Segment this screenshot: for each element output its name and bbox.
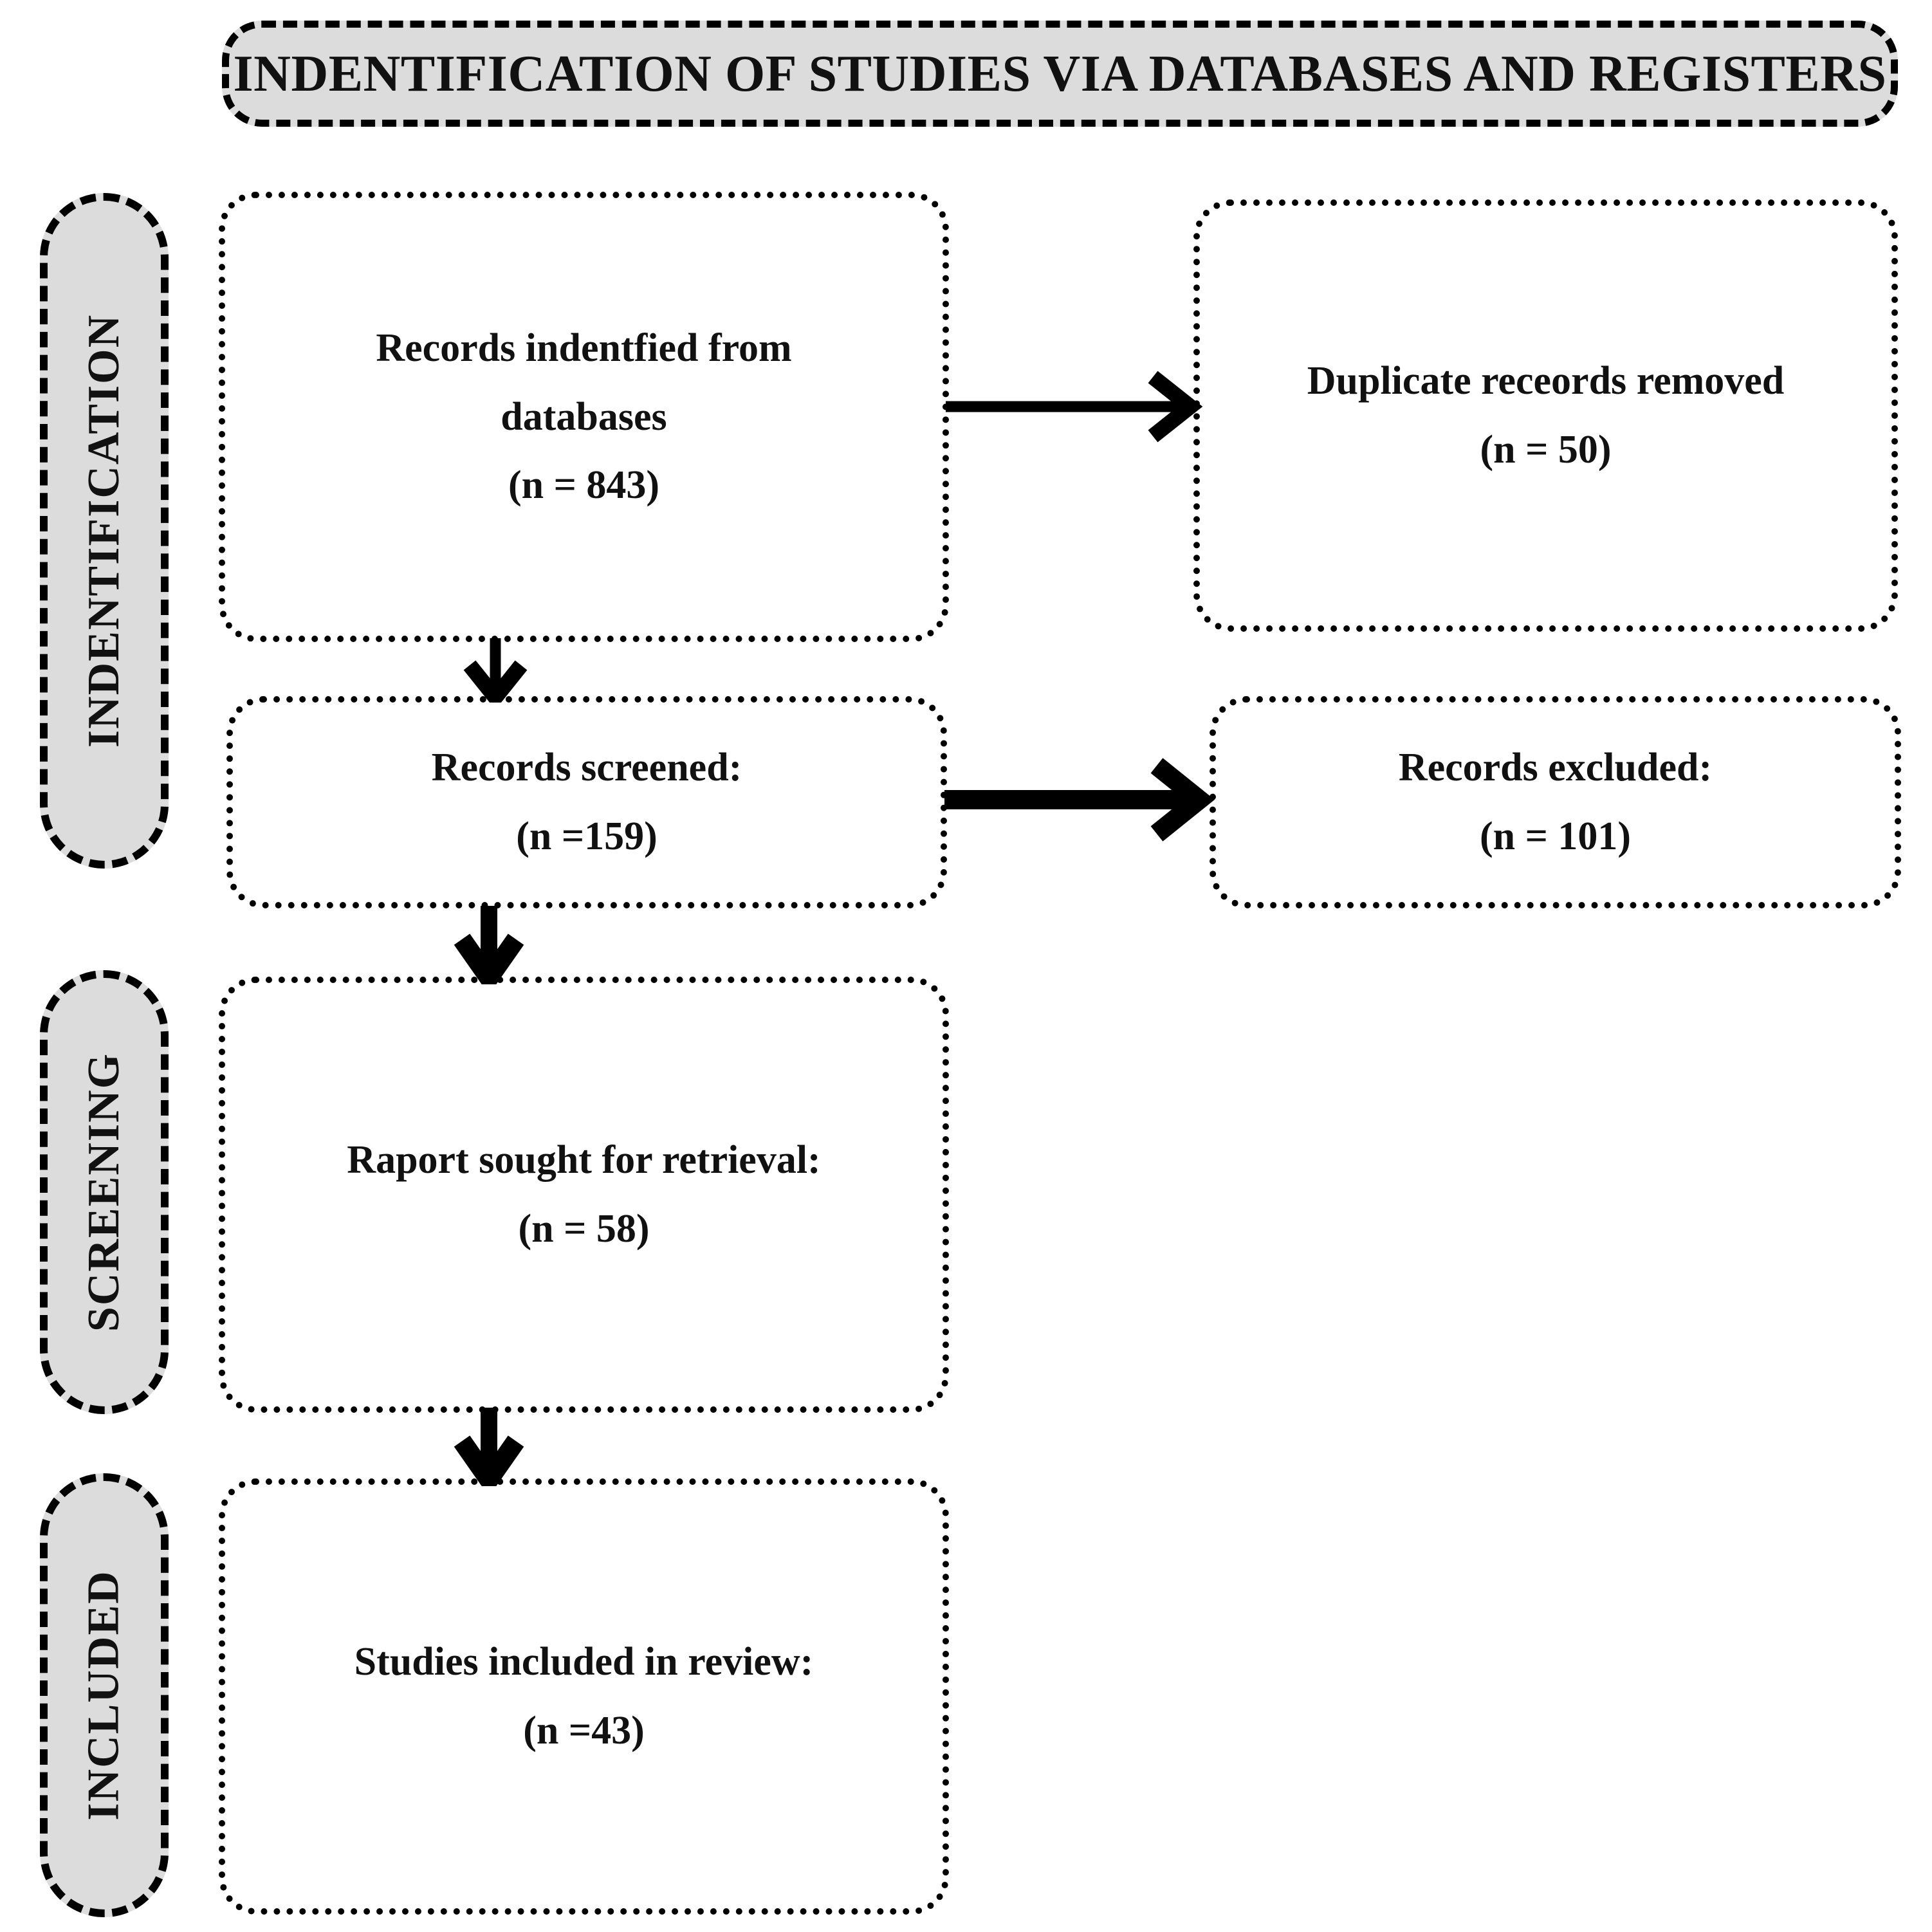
stage-pill-included: INCLUDED — [40, 1473, 169, 1917]
box-studies-included-in-review: Studies included in review: (n =43) — [219, 1478, 949, 1915]
box-line: databases — [501, 394, 667, 439]
box-records-excluded-text: Records excluded: (n = 101) — [1399, 733, 1712, 870]
box-line: Raport sought for retrieval: — [347, 1138, 821, 1182]
arrow-right-icon — [946, 368, 1203, 445]
box-reports-sought-for-retrieval-text: Raport sought for retrieval: (n = 58) — [347, 1126, 820, 1263]
arrow-right-icon — [944, 758, 1215, 842]
stage-label-identification: INDENTIFICATION — [79, 313, 129, 748]
box-reports-sought-for-retrieval: Raport sought for retrieval: (n = 58) — [219, 977, 949, 1413]
box-line: Records excluded: — [1398, 746, 1713, 790]
box-count: (n = 843) — [508, 463, 660, 508]
arrow-down-icon — [450, 1408, 528, 1486]
stage-pill-identification: INDENTIFICATION — [40, 193, 169, 869]
stage-label-included: INCLUDED — [79, 1570, 129, 1821]
box-count: (n = 50) — [1480, 428, 1612, 472]
box-line: Studies included in review: — [354, 1640, 814, 1684]
box-records-identified: Records indentfied from databases (n = 8… — [219, 192, 949, 642]
box-duplicate-records-removed-text: Duplicate receords removed (n = 50) — [1307, 347, 1785, 484]
box-count: (n =43) — [523, 1709, 645, 1753]
box-line: Records indentfied from — [376, 326, 792, 371]
box-line: Records screened: — [431, 746, 742, 790]
box-studies-included-in-review-text: Studies included in review: (n =43) — [354, 1628, 814, 1765]
diagram-title-text: INDENTIFICATION OF STUDIES VIA DATABASES… — [233, 45, 1887, 102]
box-count: (n = 101) — [1479, 814, 1632, 858]
arrow-down-icon — [450, 906, 528, 984]
diagram-title-banner: INDENTIFICATION OF STUDIES VIA DATABASES… — [222, 21, 1898, 127]
box-records-excluded: Records excluded: (n = 101) — [1210, 696, 1901, 908]
box-line: Duplicate receords removed — [1307, 359, 1785, 403]
stage-label-screening: SCREENING — [79, 1052, 129, 1332]
box-count: (n =159) — [516, 814, 658, 858]
box-duplicate-records-removed: Duplicate receords removed (n = 50) — [1193, 199, 1898, 632]
box-count: (n = 58) — [518, 1207, 650, 1251]
box-records-screened: Records screened: (n =159) — [226, 696, 947, 908]
box-records-screened-text: Records screened: (n =159) — [432, 733, 742, 870]
arrow-down-icon — [457, 638, 534, 703]
box-records-identified-text: Records indentfied from databases (n = 8… — [376, 314, 791, 520]
stage-pill-screening: SCREENING — [40, 970, 169, 1414]
